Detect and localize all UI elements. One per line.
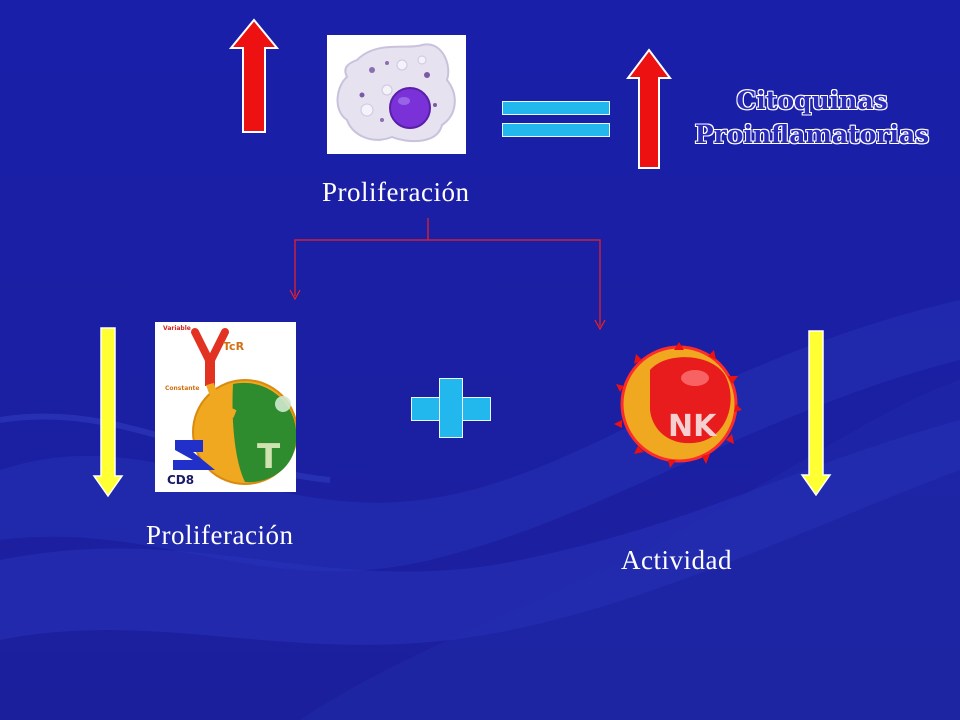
cytokines-label: Citoquinas Proinflamatorias bbox=[682, 84, 942, 152]
macrophage-proliferation-label: Proliferación bbox=[322, 177, 470, 207]
nk-label: NK bbox=[668, 409, 718, 444]
macrophage-image bbox=[327, 35, 466, 154]
t-cell-image: Variable TcR Constante T CD8 bbox=[155, 322, 296, 492]
cytokines-label-line2: Proinflamatorias bbox=[694, 120, 930, 149]
decrease-arrow-icon bbox=[800, 330, 832, 497]
tcr-label: TcR bbox=[223, 340, 245, 353]
cd8-t-cell-icon: Variable TcR Constante T CD8 bbox=[163, 325, 296, 487]
variable-label: Variable bbox=[163, 325, 191, 332]
equals-sign-bottom-bar bbox=[502, 123, 610, 137]
decrease-arrow-icon bbox=[92, 327, 124, 498]
branch-connector bbox=[289, 218, 606, 331]
nk-activity-label: Actividad bbox=[621, 545, 732, 575]
increase-arrow-icon bbox=[626, 48, 672, 169]
cd8-label: CD8 bbox=[167, 473, 194, 487]
constante-label: Constante bbox=[165, 385, 200, 392]
t-cell-letter: T bbox=[257, 437, 281, 477]
plus-sign-vertical bbox=[439, 378, 463, 438]
nk-cell-icon: NK bbox=[614, 342, 742, 468]
equals-sign-top-bar bbox=[502, 101, 610, 115]
increase-arrow-icon bbox=[228, 18, 280, 133]
macrophage-cell-icon bbox=[336, 43, 456, 143]
cytokines-label-line1: Citoquinas bbox=[736, 86, 888, 115]
t-cell-proliferation-label: Proliferación bbox=[146, 520, 294, 550]
